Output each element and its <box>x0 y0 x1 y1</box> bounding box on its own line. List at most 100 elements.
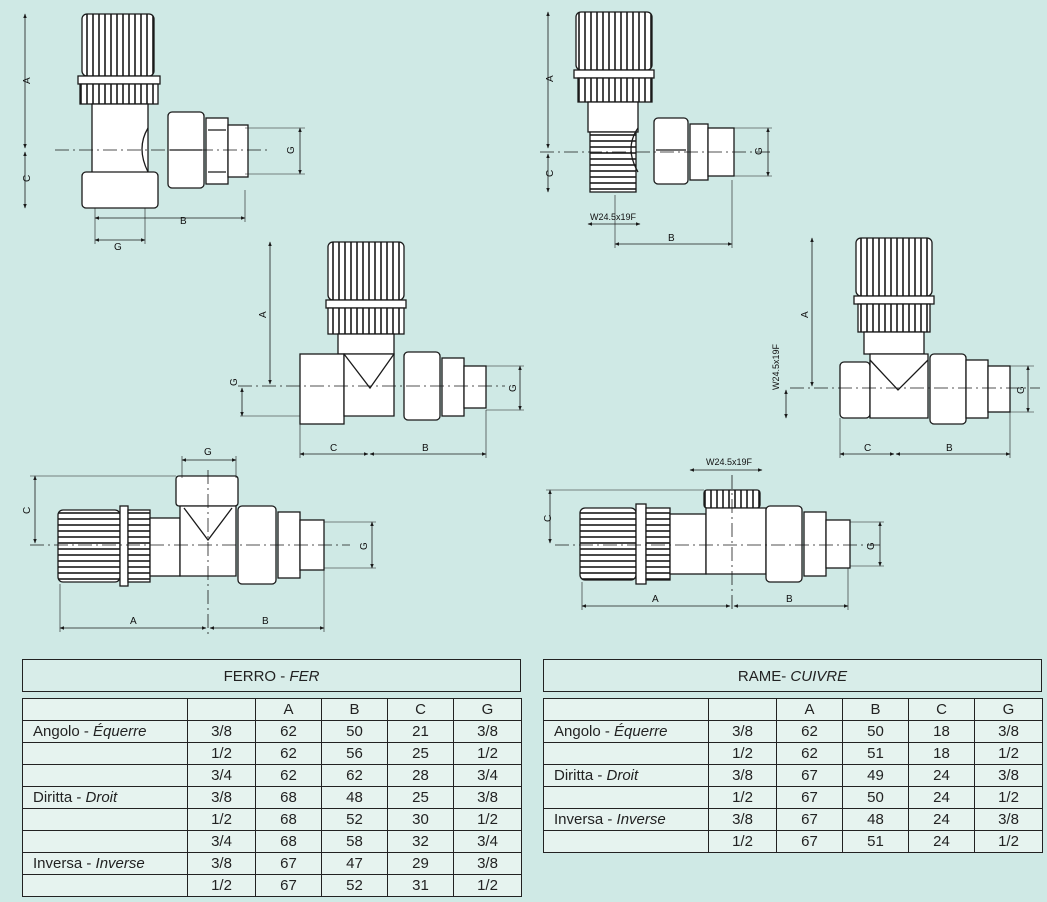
cell-size: 3/8 <box>187 720 256 743</box>
column-header: B <box>321 698 388 721</box>
dim-label-c: C <box>543 515 554 522</box>
cell-size: 3/8 <box>708 764 777 787</box>
cell-b: 51 <box>842 742 909 765</box>
dim-label-a: A <box>130 616 137 627</box>
cell-c: 18 <box>908 742 975 765</box>
cell-a: 67 <box>776 808 843 831</box>
cell-size: 1/2 <box>187 874 256 897</box>
dimension-labels: A C B G G A C W24.5x19F B G A G C B G A … <box>22 75 1027 627</box>
cell-c: 24 <box>908 808 975 831</box>
cell-b: 49 <box>842 764 909 787</box>
dim-label-a: A <box>800 311 811 318</box>
cell-c: 18 <box>908 720 975 743</box>
cell-a: 62 <box>776 742 843 765</box>
cell-b: 51 <box>842 830 909 853</box>
cell-size: 1/2 <box>187 808 256 831</box>
column-header: C <box>908 698 975 721</box>
column-header <box>543 698 709 721</box>
thread-label: W24.5x19F <box>590 212 637 222</box>
cell-g: 3/8 <box>974 808 1043 831</box>
dim-label-g: G <box>359 542 370 550</box>
cell-size: 3/8 <box>708 808 777 831</box>
valve-type-cell: Angolo - Équerre <box>22 720 188 743</box>
valve-type-cell <box>22 764 188 787</box>
cell-b: 48 <box>842 808 909 831</box>
valve-type-cell: Inversa - Inverse <box>22 852 188 875</box>
drawing-inverse-iron <box>30 456 376 636</box>
valve-type-cell <box>22 742 188 765</box>
cell-b: 52 <box>321 808 388 831</box>
cell-g: 1/2 <box>453 742 522 765</box>
cell-size: 3/8 <box>708 720 777 743</box>
column-header: B <box>842 698 909 721</box>
cell-size: 3/4 <box>187 830 256 853</box>
cell-b: 62 <box>321 764 388 787</box>
cell-size: 3/8 <box>187 786 256 809</box>
cell-a: 68 <box>255 830 322 853</box>
valve-drawings: A C B G G A C W24.5x19F B G A G C B G A … <box>22 11 1040 636</box>
cell-a: 67 <box>776 830 843 853</box>
thread-label: W24.5x19F <box>771 343 781 390</box>
rame-title-prefix: RAME- <box>737 668 791 685</box>
dim-label-b: B <box>786 594 793 605</box>
column-header: A <box>255 698 322 721</box>
column-header <box>187 698 256 721</box>
dim-label-b: B <box>668 233 675 244</box>
cell-g: 1/2 <box>453 874 522 897</box>
dim-label-a: A <box>22 77 33 84</box>
cell-b: 50 <box>842 720 909 743</box>
cell-a: 67 <box>255 852 322 875</box>
cell-g: 3/8 <box>974 764 1043 787</box>
cell-c: 25 <box>387 786 454 809</box>
dim-label-g: G <box>229 378 240 386</box>
cell-size: 1/2 <box>708 786 777 809</box>
cell-b: 56 <box>321 742 388 765</box>
cell-g: 3/8 <box>453 852 522 875</box>
valve-type-cell <box>22 874 188 897</box>
cell-size: 1/2 <box>187 742 256 765</box>
drawing-straight-copper <box>784 237 1040 458</box>
cell-b: 58 <box>321 830 388 853</box>
dim-label-c: C <box>545 170 556 177</box>
dim-label-b: B <box>946 443 953 454</box>
cell-c: 25 <box>387 742 454 765</box>
rame-title: RAME- CUIVRE <box>543 659 1042 692</box>
cell-a: 68 <box>255 808 322 831</box>
valve-type-cell: Angolo - Équerre <box>543 720 709 743</box>
cell-c: 24 <box>908 786 975 809</box>
cell-g: 1/2 <box>453 808 522 831</box>
dim-label-g: G <box>866 542 877 550</box>
cell-c: 24 <box>908 830 975 853</box>
column-header: G <box>453 698 522 721</box>
drawing-straight-iron <box>238 241 524 458</box>
cell-b: 50 <box>842 786 909 809</box>
cell-b: 47 <box>321 852 388 875</box>
cell-c: 32 <box>387 830 454 853</box>
cell-a: 67 <box>255 874 322 897</box>
cell-size: 1/2 <box>708 830 777 853</box>
cell-g: 1/2 <box>974 830 1043 853</box>
cell-g: 3/8 <box>974 720 1043 743</box>
valve-type-cell <box>22 808 188 831</box>
column-header <box>22 698 188 721</box>
ferro-title: FERRO - FER <box>22 659 521 692</box>
dim-label-g: G <box>754 147 765 155</box>
cell-c: 31 <box>387 874 454 897</box>
ferro-title-italic: FER <box>289 668 320 685</box>
dim-label-a: A <box>258 311 269 318</box>
